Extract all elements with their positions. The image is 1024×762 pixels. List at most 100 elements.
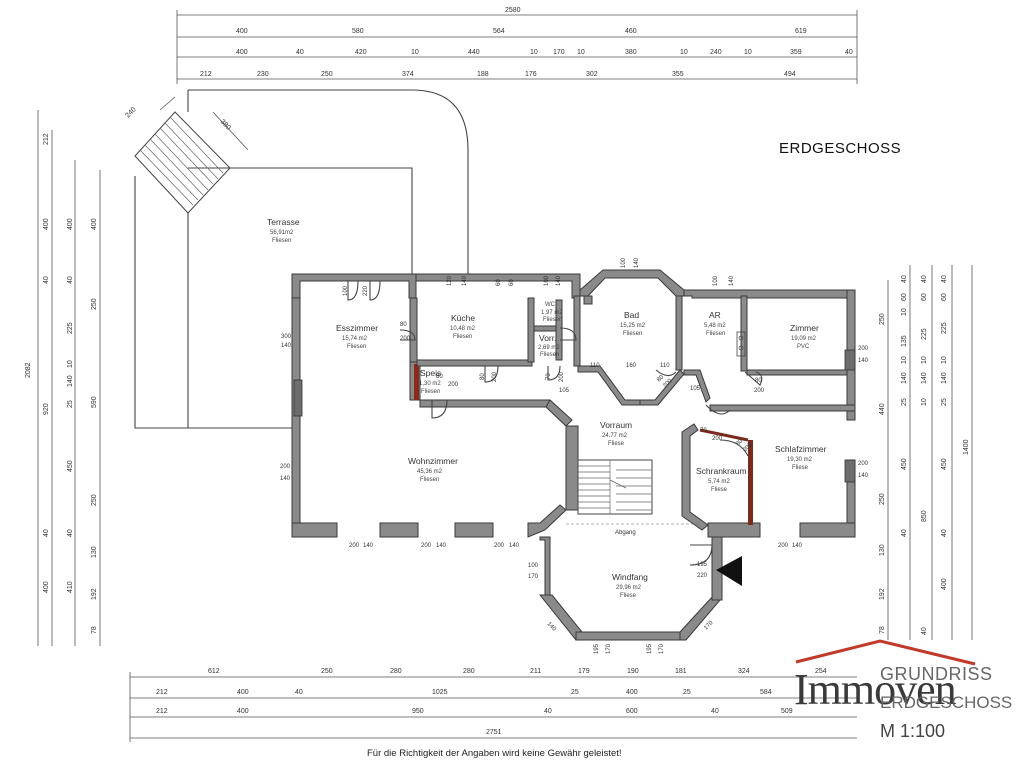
room-area: 24,77 m2 [602,433,628,439]
opening-label: 300 [281,334,292,340]
room-ar: AR 5,48 m2 Fliesen [704,310,726,337]
disclaimer: Für die Richtigkeit der Angaben wird kei… [367,748,622,759]
dim-label: 324 [738,668,750,675]
dim-label: 494 [784,71,796,78]
dim-label: 25 [941,398,948,406]
dim-bottom-row1: 612 250 280 280 211 179 190 181 324 254 [208,668,827,675]
room-floor: Fliesen [421,389,440,395]
room-area: 5,74 m2 [708,479,730,485]
plan-title: ERDGESCHOSS [779,140,902,157]
room-name: Küche [451,313,475,323]
opening-label: 200 [778,543,789,549]
dim-label: 25 [67,400,74,408]
dim-label: 250 [879,313,886,325]
dim-label: 1025 [432,689,448,696]
dim-label: 240 [710,49,722,56]
opening-label: 200 [280,464,291,470]
opening-label: 200 [349,543,360,549]
dim-label: 254 [815,668,827,675]
room-wc: WC 1,97 m2 Fliesen [541,302,563,323]
room-kueche: Küche 10,48 m2 Fliesen [450,313,476,340]
room-area: 1,30 m2 [419,381,441,387]
opening-label: 60 [496,279,502,286]
opening-label: 195 [647,643,653,654]
room-area: 29,96 m2 [616,585,642,591]
dim-label: 400 [43,218,50,230]
central-stairs [577,459,653,515]
opening-label: 100 [713,275,719,286]
dim-right-row4: 40 60 225 10 140 25 450 40 400 [941,275,948,590]
room-bad: Bad 15,25 m2 Fliesen [620,310,646,337]
room-area: 10,48 m2 [450,326,476,332]
room-floor: Fliesen [453,334,472,340]
opening-label: 80 [755,378,762,384]
opening-label: 140 [634,257,640,268]
dim-label: 60 [941,293,948,301]
dim-label: 250 [91,298,98,310]
dim-label: 40 [43,276,50,284]
opening-label: 80 [735,438,744,447]
room-name: Zimmer [790,323,819,333]
dim-label: 950 [412,708,424,715]
dim-label: 60 [901,293,908,301]
room-floor: PVC [797,344,810,350]
dim-label: 400 [43,581,50,593]
dim-label: 40 [921,275,928,283]
dim-label: 78 [91,626,98,634]
dim-label: 181 [675,668,687,675]
dim-bottom-total: 2751 [486,729,502,736]
opening-label: 170 [703,620,715,632]
opening-label: 200 [400,336,411,342]
opening-label: 200 [662,378,674,390]
logo-floor: ERDGESCHOSS [880,693,1013,712]
room-name: WC [545,302,556,308]
dim-label: 230 [257,71,269,78]
room-floor: Fliesen [623,331,642,337]
dim-label: 40 [845,49,853,56]
dim-label: 140 [67,375,74,387]
room-area: 2,69 m2 [538,345,560,351]
room-zimmer: Zimmer 19,09 m2 PVC [790,323,819,350]
room-area: 19,09 m2 [791,336,817,342]
opening-label: 80 [400,322,407,328]
room-vorraum: Vorraum 24,77 m2 Fliese [600,420,632,447]
room-area: 15,25 m2 [620,323,646,329]
dim-label: 10 [744,49,752,56]
room-floor: Fliese [620,593,637,599]
opening-label: 100 [544,275,550,286]
dim-label: 212 [156,689,168,696]
opening-label: 140 [436,543,447,549]
dim-label: 612 [208,668,220,675]
dim-left-row3: 400 250 590 250 130 192 78 [91,218,98,634]
dim-label: 225 [67,322,74,334]
opening-label: 200 [754,388,765,394]
room-area: 56,91m2 [270,230,294,236]
opening-label: 170 [606,643,612,654]
dim-label: 10 [941,356,948,364]
room-name: Schrankraum [696,466,747,476]
dim-label: 380 [625,49,637,56]
dim-left-row2: 400 40 225 10 140 25 450 40 410 [67,218,74,593]
opening-label: 170 [528,574,539,580]
opening-label: 80 [436,374,443,380]
dim-label: 140 [901,372,908,384]
dim-label: 400 [626,689,638,696]
opening-label: 140 [858,473,869,479]
door-swings [347,280,763,566]
exterior-walls [291,269,856,641]
dimension-lines-top [176,10,858,84]
room-area: 1,97 m2 [541,310,563,316]
room-floor: Fliese [792,465,809,471]
dim-label: 60 [921,293,928,301]
dim-label: 10 [577,49,585,56]
dim-label: 130 [91,546,98,558]
opening-label: 140 [792,543,803,549]
dim-label: 374 [402,71,414,78]
dim-label: 190 [627,668,639,675]
opening-label: 140 [546,621,558,633]
dim-label: 10 [901,308,908,316]
terrace-stair-dim-1: 240 [124,106,137,119]
opening-label: 105 [690,386,701,392]
room-name: Esszimmer [336,323,378,333]
dim-label: 211 [530,668,541,675]
